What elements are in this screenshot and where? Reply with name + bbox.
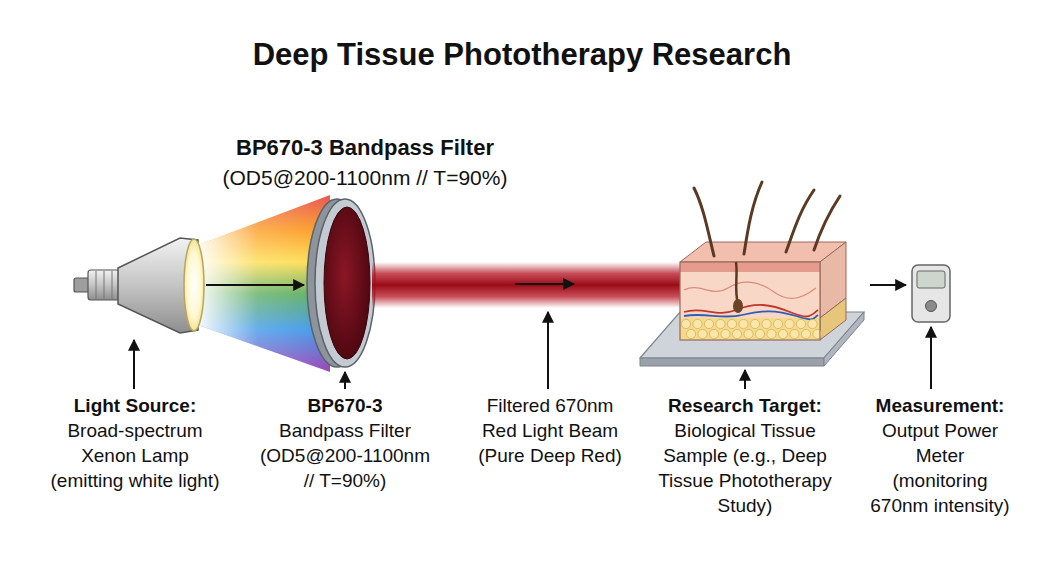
tissue-sample bbox=[744, 182, 762, 254]
tissue-sample bbox=[786, 190, 814, 252]
leader-arrow bbox=[133, 340, 135, 389]
tissue-sample bbox=[733, 299, 743, 313]
tissue-sample bbox=[727, 319, 736, 328]
tissue-sample bbox=[698, 329, 707, 338]
leader-arrow bbox=[344, 372, 346, 389]
flow-arrow bbox=[870, 284, 906, 286]
tissue-sample bbox=[814, 196, 840, 250]
tissue-sample bbox=[680, 262, 820, 272]
leader-arrow bbox=[134, 312, 931, 389]
tissue-sample bbox=[681, 319, 690, 328]
tissue-sample bbox=[721, 329, 730, 338]
tissue-sample bbox=[684, 311, 818, 319]
tissue-sample bbox=[762, 319, 771, 328]
tissue-sample bbox=[813, 329, 822, 338]
tissue-sample bbox=[681, 319, 822, 338]
tissue-sample bbox=[640, 358, 824, 366]
tissue-sample bbox=[684, 282, 816, 298]
tissue-sample bbox=[808, 319, 817, 328]
tissue-sample bbox=[790, 329, 799, 338]
tissue-sample bbox=[744, 329, 753, 338]
caption-heading: BP670-3 Bandpass Filter bbox=[170, 134, 560, 162]
component-node: Light Source:Broad-spectrum Xenon Lamp (… bbox=[70, 235, 202, 335]
bandpass-filter bbox=[315, 199, 375, 367]
tissue-sample bbox=[820, 298, 846, 340]
red-light-beam bbox=[372, 262, 684, 308]
tissue-sample bbox=[680, 318, 820, 340]
xenon-lamp bbox=[96, 271, 97, 299]
flow-arrow bbox=[206, 284, 304, 286]
caption-text: Bandpass Filter (OD5@200-1100nm // T=90%… bbox=[255, 418, 435, 493]
tissue-sample bbox=[680, 242, 846, 262]
tissue-sample bbox=[709, 329, 718, 338]
caption-heading: Light Source: bbox=[35, 393, 235, 418]
xenon-lamp bbox=[112, 271, 113, 299]
caption-text: Biological Tissue Sample (e.g., Deep Tis… bbox=[653, 418, 838, 518]
red-light-beam bbox=[515, 283, 574, 285]
power-meter bbox=[912, 265, 950, 322]
tissue-sample bbox=[796, 319, 805, 328]
power-meter bbox=[912, 265, 950, 322]
tissue-sample bbox=[801, 329, 810, 338]
tissue-sample bbox=[686, 329, 695, 338]
power-meter bbox=[926, 301, 937, 312]
tissue-sample bbox=[693, 319, 702, 328]
xenon-lamp bbox=[88, 270, 120, 300]
caption-heading: Measurement: bbox=[855, 393, 1025, 418]
caption-text: Output Power Meter (monitoring 670nm int… bbox=[868, 418, 1013, 518]
caption-heading: BP670-3 bbox=[250, 393, 440, 418]
tissue-sample bbox=[732, 329, 741, 338]
power-meter bbox=[917, 271, 945, 288]
tissue-sample bbox=[750, 319, 759, 328]
tissue-sample bbox=[785, 319, 794, 328]
tissue-sample bbox=[694, 188, 714, 256]
tissue-sample bbox=[736, 262, 738, 304]
tissue-sample bbox=[704, 319, 713, 328]
diagram-title: Deep Tissue Phototherapy Research bbox=[0, 36, 1044, 74]
tissue-sample bbox=[773, 319, 782, 328]
tissue-sample bbox=[680, 272, 820, 318]
xenon-lamp bbox=[104, 271, 105, 299]
caption-text: (OD5@200-1100nm // T=90%) bbox=[170, 164, 560, 191]
component-node: Research Target:Biological Tissue Sample… bbox=[636, 175, 866, 367]
component-node: BP670-3 Bandpass Filter(OD5@200-1100nm /… bbox=[308, 198, 378, 368]
beam-caption: Filtered 670nm Red Light Beam (Pure Deep… bbox=[470, 393, 630, 468]
caption-text: Broad-spectrum Xenon Lamp (emitting whit… bbox=[43, 418, 228, 493]
tissue-sample bbox=[767, 329, 776, 338]
tissue-sample bbox=[680, 262, 820, 340]
leader-arrow bbox=[744, 370, 746, 389]
caption-heading: Research Target: bbox=[645, 393, 845, 418]
leader-arrow bbox=[930, 327, 932, 389]
red-light-beam bbox=[372, 262, 684, 308]
xenon-lamp bbox=[184, 239, 204, 331]
tissue-sample bbox=[716, 319, 725, 328]
tissue-sample bbox=[640, 182, 864, 366]
leader-arrow bbox=[547, 312, 549, 389]
tissue-sample bbox=[739, 319, 748, 328]
tissue-sample bbox=[755, 329, 764, 338]
bandpass-filter bbox=[307, 199, 375, 367]
tissue-sample bbox=[778, 329, 787, 338]
component-node: Measurement:Output Power Meter (monitori… bbox=[910, 264, 952, 324]
xenon-lamp bbox=[74, 238, 204, 333]
bandpass-filter bbox=[324, 207, 370, 359]
